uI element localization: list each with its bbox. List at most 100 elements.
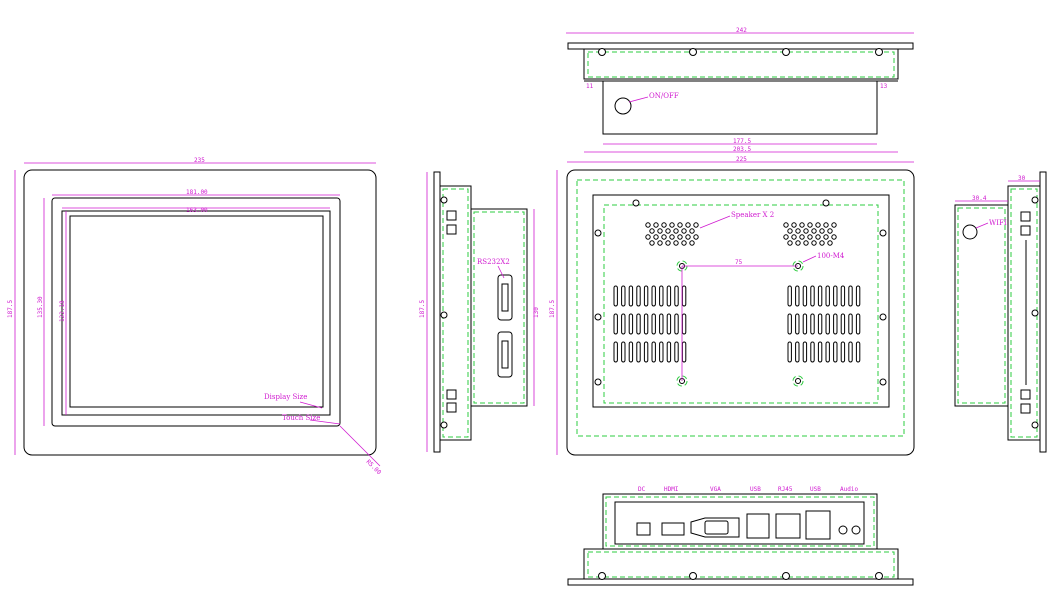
vent-slot [840,341,846,363]
vent-slot [666,313,672,335]
speaker-hole [669,234,675,240]
speaker-hole [673,228,679,234]
vent-slot [840,285,846,307]
vent-slot [681,341,687,363]
speaker-hole [819,240,825,246]
wifi-antenna [962,224,978,240]
vent-slot [848,313,853,335]
vesa-hole-ring [792,260,804,272]
vent-slot [666,341,672,363]
speaker-hole [807,222,813,228]
speaker-hole [661,234,667,240]
touch-height-dim: 135.30 [37,296,44,318]
top-width-dim: 242 [736,27,747,34]
usb-port-1 [746,513,770,539]
side-gasket [442,188,469,438]
vent-slot [651,285,656,307]
front-height-dim: 187.5 [7,300,14,318]
usb-port-2 [805,510,831,540]
back-gasket [576,179,905,437]
speaker-hole [673,240,679,246]
vent-slot [643,285,649,307]
speaker-hole [827,240,833,246]
port-label-dc: DC [638,486,646,493]
side-flange [433,171,441,453]
speaker-hole [799,234,805,240]
side-rear-housing [470,208,528,407]
speaker-hole [811,228,817,234]
top-bezel [583,48,899,80]
vent-slot [659,341,664,363]
speaker-hole [653,234,659,240]
speaker-hole [783,234,789,240]
vent-slot [621,313,626,335]
screw-hole [598,572,606,580]
audio-jack-1 [838,525,848,535]
vent-slot [613,341,618,363]
vent-slot [825,313,830,335]
speaker-hole [815,222,821,228]
vent-slot [817,341,823,363]
speaker-hole [823,222,829,228]
bottom-rear-gasket [605,496,875,547]
screw-hole [879,313,887,321]
back-cover-gasket [603,204,879,404]
screw-hole [1031,309,1039,317]
screw-hole [598,48,606,56]
vent-slot [651,313,656,335]
screw-hole [594,378,602,386]
vent-slot [628,285,634,307]
vent-slot [674,285,679,307]
rs232-label: RS232X2 [477,258,510,266]
speaker-grille-right [783,222,837,246]
rj45-port [775,513,801,539]
touch-size-label: Touch Size [282,414,320,422]
screw-hole [875,48,883,56]
speaker-hole [689,240,695,246]
display-size-label: Display Size [264,393,307,401]
vent-slot [651,341,656,363]
vent-slots-left [613,285,687,363]
speaker-hole [677,222,683,228]
vent-slot [810,341,815,363]
vent-slot [621,341,626,363]
bottom-flange [567,578,914,586]
bottom-view: DC HDMI VGA USB RJ45 USB Audio [567,486,914,586]
right-depth-dim: 30.4 [972,195,987,202]
speaker-hole [791,222,797,228]
top-view: 242 ON/OFF 11 13 177.5 203.5 [566,27,914,153]
vent-slot [628,341,634,363]
speaker-hole [689,228,695,234]
speaker-hole [685,222,691,228]
screw-hole [689,572,697,580]
vent-slot [817,313,823,335]
top-depth-dim: 203.5 [733,146,751,153]
vent-slot [666,285,672,307]
vent-slot [636,285,641,307]
clip [1020,225,1031,236]
hdmi-port [661,522,685,536]
clip [446,402,457,413]
vent-slot [795,313,800,335]
bottom-gasket [587,551,895,578]
db9-connector [497,274,513,321]
port-label-usb-2: USB [810,486,821,493]
speaker-hole [649,240,655,246]
back-view: 225 187.5 Speaker X 2 75 100-M4 [549,156,915,456]
speaker-hole [795,228,801,234]
vent-slot [795,285,800,307]
screw-hole [440,311,448,319]
vent-slot [810,313,815,335]
vent-slot [855,285,861,307]
vent-slot [802,313,808,335]
speaker-hole [823,234,829,240]
vent-slot [855,313,861,335]
port-label-usb-1: USB [750,486,761,493]
speaker-hole [681,240,687,246]
vent-slot [621,285,626,307]
speaker-hole [693,222,699,228]
top-inner-dim: 177.5 [733,138,751,145]
speaker-hole [657,228,663,234]
speaker-hole [669,222,675,228]
